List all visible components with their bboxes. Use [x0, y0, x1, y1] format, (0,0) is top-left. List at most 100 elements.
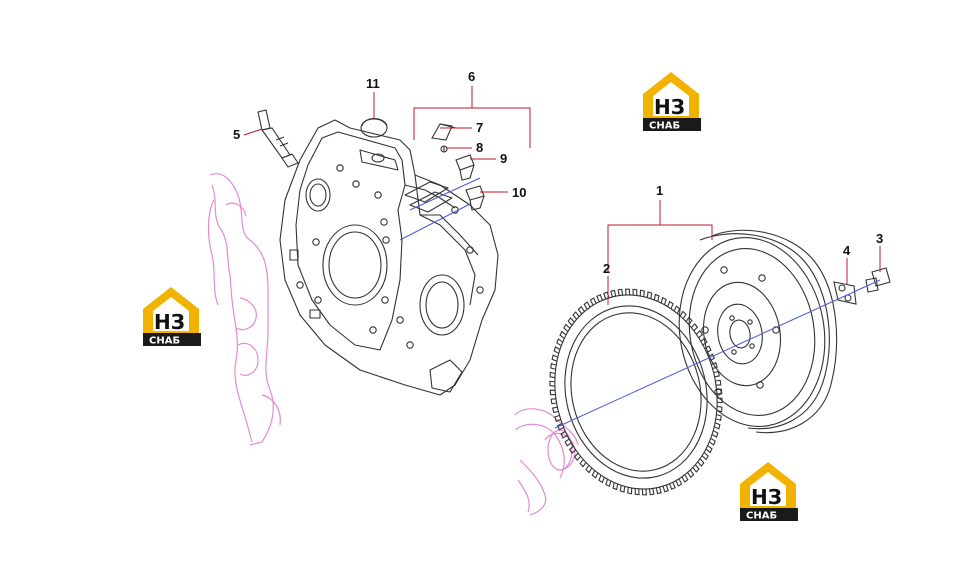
gear-tooth: [704, 345, 712, 354]
callout-11: 11: [366, 76, 380, 91]
gear-tooth: [653, 293, 660, 302]
callout-4: 4: [843, 243, 851, 258]
gear-tooth: [585, 464, 593, 474]
gear-tooth: [549, 371, 556, 379]
callout-labels: 1 2 3 4 5 6 7 8 9 10 11: [233, 69, 883, 276]
callout-9: 9: [500, 151, 507, 166]
gear-tooth: [559, 330, 567, 339]
gear-tooth: [715, 379, 722, 386]
gear-tooth: [619, 485, 626, 493]
assembly-axis: [399, 177, 881, 429]
part-1-flywheel: [678, 229, 838, 434]
gear-tooth: [687, 469, 695, 479]
gear-tooth: [646, 291, 653, 299]
gear-tooth: [662, 484, 669, 493]
gear-tooth: [711, 430, 719, 438]
watermark-logo-top-right: НЗ СНАБ: [643, 72, 701, 132]
gear-tooth: [552, 406, 559, 414]
gear-tooth: [556, 423, 564, 431]
gear-tooth: [624, 288, 631, 296]
gear-tooth: [550, 398, 557, 405]
part-5-sensor: [257, 109, 299, 168]
gear-tooth: [563, 323, 571, 333]
gear-tooth: [639, 289, 645, 297]
gear-tooth: [577, 305, 585, 315]
gear-tooth: [617, 288, 624, 296]
watermark-bottom-text: СНАБ: [149, 336, 180, 347]
gear-tooth: [669, 482, 676, 491]
gear-tooth: [556, 338, 564, 347]
ghost-engine-block-left: [207, 173, 281, 446]
part-9-screw: [455, 154, 475, 181]
watermark-top-text: НЗ: [154, 310, 185, 334]
watermark-logo-bottom-right: НЗ СНАБ: [740, 462, 798, 522]
gear-tooth: [701, 451, 709, 461]
gear-tooth: [708, 353, 716, 361]
gear-tooth: [634, 488, 640, 496]
gear-tooth: [708, 437, 716, 446]
callout-10: 10: [512, 185, 526, 200]
gear-tooth: [648, 488, 655, 496]
gear-tooth: [572, 311, 580, 320]
flywheel-housing: [279, 119, 499, 396]
gear-tooth: [568, 445, 577, 455]
callout-8: 8: [476, 140, 483, 155]
gear-tooth: [695, 329, 704, 339]
gear-tooth: [560, 430, 568, 439]
gear-tooth: [681, 474, 689, 483]
gear-tooth: [679, 310, 687, 320]
gear-tooth: [667, 300, 674, 310]
gear-tooth: [573, 452, 582, 462]
part-3-flywheel-bolt: [865, 267, 891, 293]
part-10-screw: [465, 185, 485, 211]
gear-tooth: [564, 438, 572, 447]
gear-tooth: [655, 486, 662, 495]
gear-tooth: [660, 296, 667, 305]
gear-tooth: [610, 289, 617, 298]
part-8-bolt: [440, 145, 448, 153]
gear-tooth: [551, 354, 559, 362]
watermark-bottom-text: СНАБ: [746, 511, 777, 522]
part-4-lock-plate: [833, 281, 857, 305]
gear-tooth: [713, 422, 721, 430]
gear-tooth: [705, 445, 713, 454]
gear-tooth: [554, 414, 561, 422]
gear-tooth: [567, 317, 575, 326]
gear-tooth: [549, 389, 556, 396]
watermark-logo-left: НЗ СНАБ: [143, 287, 201, 347]
gear-tooth: [550, 362, 557, 370]
gear-tooth: [612, 482, 619, 491]
part-11-plug: [360, 117, 388, 138]
gear-tooth: [632, 288, 638, 296]
callout-5: 5: [233, 127, 240, 142]
ghost-crankshaft-end: [514, 408, 579, 516]
gear-tooth: [627, 487, 633, 495]
gear-tooth: [673, 305, 681, 314]
gear-tooth: [583, 301, 591, 310]
callout-3: 3: [876, 231, 883, 246]
gear-tooth: [591, 470, 599, 479]
part-7-clip: [431, 123, 457, 141]
gear-tooth: [697, 458, 705, 467]
watermark-top-text: НЗ: [654, 95, 685, 119]
callout-1: 1: [656, 183, 663, 198]
gear-tooth: [589, 297, 597, 306]
gear-tooth: [715, 414, 722, 422]
callout-6: 6: [468, 69, 475, 84]
gear-tooth: [716, 405, 723, 413]
gear-tooth: [598, 474, 605, 484]
gear-tooth: [579, 459, 587, 468]
gear-tooth: [641, 488, 648, 496]
part-2-ring-gear: [549, 288, 723, 496]
gear-tooth: [549, 380, 555, 387]
callout-7: 7: [476, 120, 483, 135]
leader-lines: [243, 86, 881, 305]
gear-tooth: [605, 479, 612, 488]
gear-tooth: [685, 316, 693, 325]
gear-tooth: [713, 370, 720, 378]
gear-tooth: [692, 464, 700, 473]
gear-tooth: [553, 346, 561, 354]
watermark-bottom-text: СНАБ: [649, 121, 680, 132]
gear-tooth: [690, 322, 699, 332]
